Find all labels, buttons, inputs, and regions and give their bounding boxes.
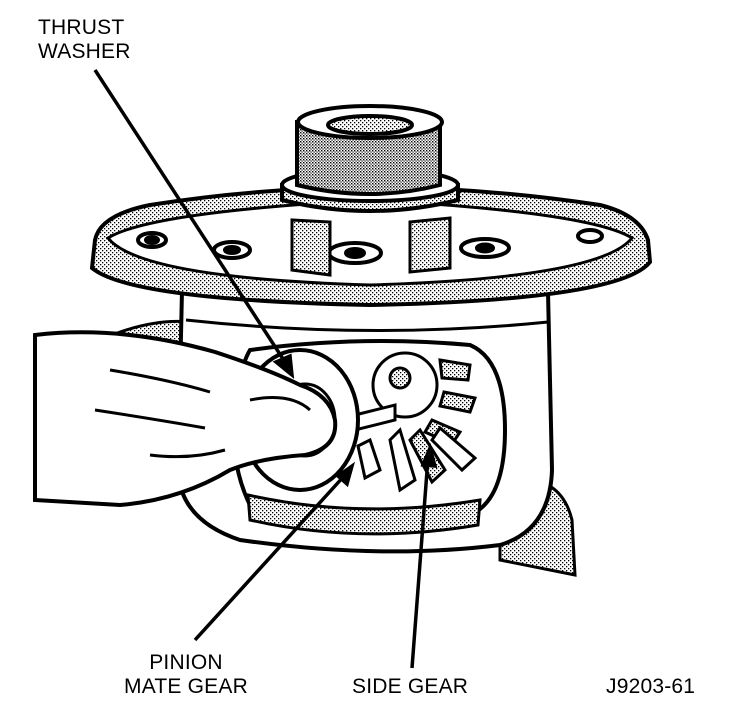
pinion-mate-gear-label: PINION MATE GEAR [108,651,264,699]
hand-holding-washer [35,332,358,505]
thrust-washer-label: THRUST WASHER [38,16,131,64]
figure-id-label: J9203-61 [606,675,695,699]
side-gear-label: SIDE GEAR [352,675,468,699]
